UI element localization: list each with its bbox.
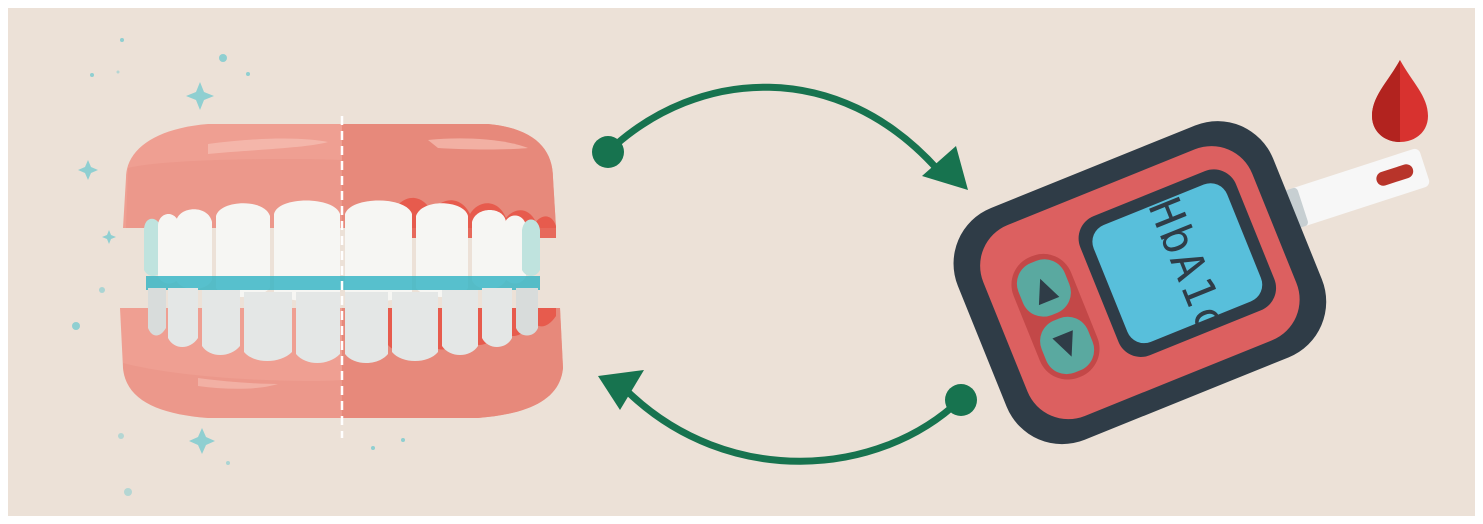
tooth <box>168 288 198 347</box>
cycle-arrows <box>610 87 960 461</box>
arrow-head-icon <box>922 146 968 190</box>
sparkle-dot <box>226 461 230 465</box>
sparkle-dot <box>246 72 250 76</box>
tooth <box>516 288 538 336</box>
illustration-svg: HbA1c <box>8 8 1475 516</box>
sparkle-dot <box>118 433 124 439</box>
illustration-canvas: HbA1c <box>8 8 1475 516</box>
blood-drop-icon <box>1372 60 1428 142</box>
sparkle-dot <box>219 54 227 62</box>
arrow-heads <box>592 136 977 416</box>
sparkle-dot <box>90 73 94 77</box>
tooth <box>202 290 240 355</box>
test-strip-icon <box>1280 147 1431 230</box>
teeth-illustration <box>120 116 563 438</box>
tooth <box>522 220 540 277</box>
sparkle-dot <box>99 287 105 293</box>
sparkle-icon <box>78 160 98 180</box>
tooth <box>345 292 388 363</box>
glucose-meter: HbA1c <box>935 103 1430 462</box>
sparkle-icon <box>186 82 214 110</box>
sparkle-dot <box>72 322 80 330</box>
sparkle-icon <box>189 428 215 454</box>
arrow-start-dot <box>945 384 977 416</box>
sparkle-dot <box>401 438 405 442</box>
sparkle-dot <box>124 488 132 496</box>
tooth <box>442 290 478 355</box>
bottom-arrow <box>628 392 960 461</box>
arrow-start-dot <box>592 136 624 168</box>
sparkle-icon <box>102 230 116 244</box>
tooth <box>296 292 340 363</box>
sparkle-dot <box>117 71 120 74</box>
tooth <box>392 292 438 361</box>
sparkle-dot <box>120 38 124 42</box>
tooth <box>244 292 292 361</box>
sparkle-dot <box>371 446 375 450</box>
tooth <box>482 288 512 347</box>
tooth <box>148 288 166 336</box>
top-arrow <box>610 87 938 170</box>
